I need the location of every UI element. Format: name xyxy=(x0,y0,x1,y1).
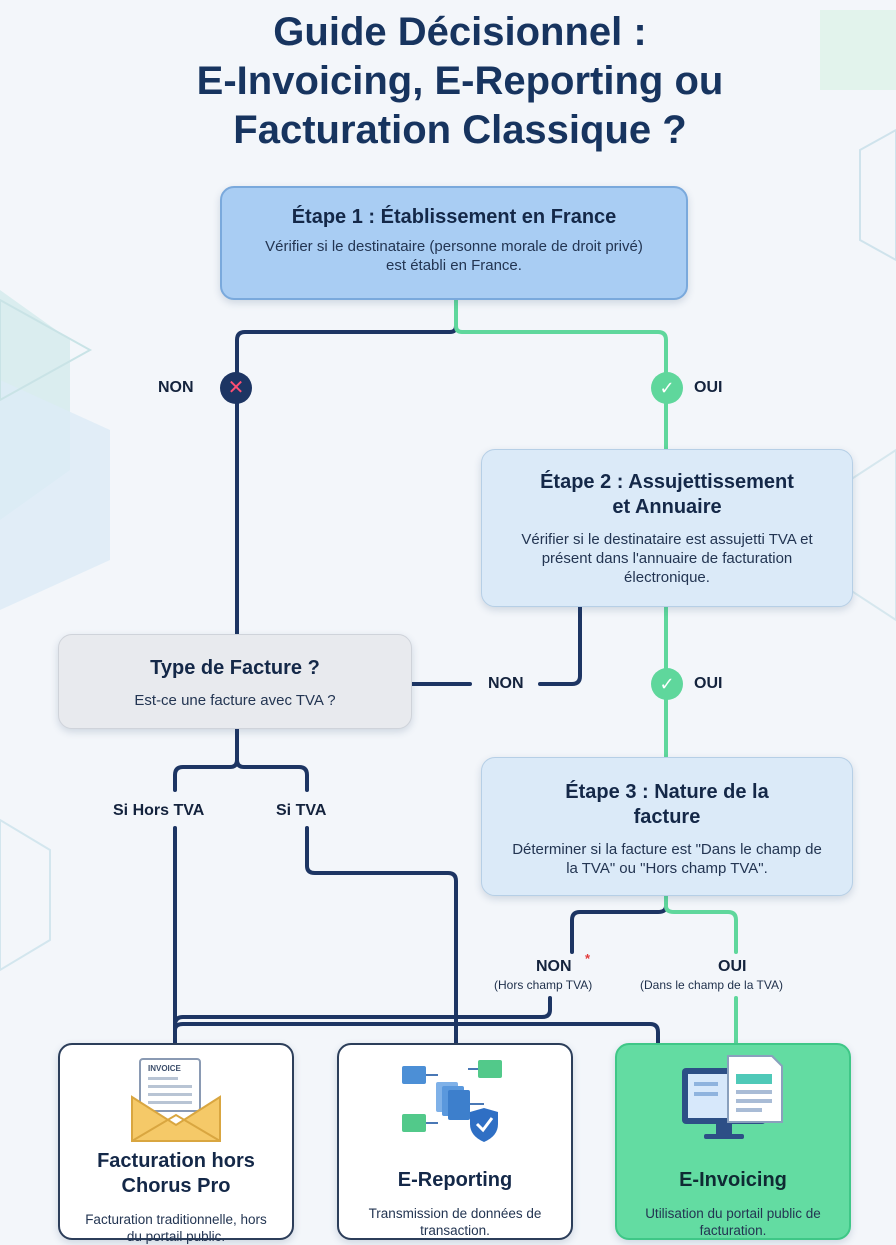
step3-yes-sublabel: (Dans le champ de la TVA) xyxy=(640,978,783,992)
step1-text: Vérifier si le destinataire (personne mo… xyxy=(265,238,643,274)
invoice-type-text: Est-ce une facture avec TVA ? xyxy=(134,692,336,709)
connector-step1-to-no xyxy=(235,298,458,636)
connector-bottom-bus xyxy=(173,1022,660,1045)
invoice-envelope-icon: INVOICE xyxy=(131,1058,221,1142)
connector-type-split-right xyxy=(235,758,309,792)
title-line-1: Guide Décisionnel : xyxy=(273,10,647,54)
connector-si-tva-down xyxy=(305,826,458,1045)
step2-yes-label: OUI xyxy=(694,675,723,692)
step3-yes-label: OUI xyxy=(718,958,747,975)
step3-box: Étape 3 : Nature de la facture Détermine… xyxy=(481,757,853,896)
connector-step3-split-yes xyxy=(664,894,738,954)
card-title: E-Invoicing xyxy=(679,1169,787,1191)
no-cross-icon: ✕ xyxy=(220,372,252,404)
result-card-e-reporting: E-Reporting Transmission de données de t… xyxy=(337,1043,573,1240)
page-title: Guide Décisionnel : E-Invoicing, E-Repor… xyxy=(60,8,860,155)
card-title: E-Reporting xyxy=(397,1169,513,1191)
step2-box: Étape 2 : Assujettissement et Annuaire V… xyxy=(481,449,853,607)
si-tva-label: Si TVA xyxy=(276,802,327,819)
step3-no-sublabel: (Hors champ TVA) xyxy=(494,978,593,992)
connector-step3-split xyxy=(570,894,668,954)
step1-heading: Étape 1 : Établissement en France xyxy=(291,206,617,228)
step1-yes-label: OUI xyxy=(694,379,723,396)
card-title: Facturation hors Chorus Pro xyxy=(97,1150,255,1197)
data-transfer-shield-icon xyxy=(402,1060,502,1142)
yes-check-icon: ✓ xyxy=(651,668,683,700)
invoice-icon-label: INVOICE xyxy=(148,1064,182,1073)
step2-no-label: NON xyxy=(488,675,524,692)
title-line-2: E-Invoicing, E-Reporting ou xyxy=(196,59,724,103)
yes-check-icon: ✓ xyxy=(651,372,683,404)
computer-document-icon xyxy=(682,1055,783,1139)
step2-heading: Étape 2 : Assujettissement et Annuaire xyxy=(540,471,794,518)
connector-step1-to-yes xyxy=(454,298,668,451)
connector-step2-to-type xyxy=(538,605,582,686)
footnote-asterisk: * xyxy=(585,951,591,966)
connector-type-split xyxy=(173,727,239,792)
card-text: Utilisation du portail public de factura… xyxy=(645,1206,821,1238)
invoice-type-box: Type de Facture ? Est-ce une facture ave… xyxy=(58,634,412,729)
connector-step3-no-to-left xyxy=(173,996,552,1027)
card-text: Transmission de données de transaction. xyxy=(368,1206,542,1238)
step3-no-label: NON xyxy=(536,958,572,975)
title-line-3: Facturation Classique ? xyxy=(233,108,687,152)
step3-heading: Étape 3 : Nature de la facture xyxy=(565,781,769,828)
step3-text: Déterminer si la facture est "Dans le ch… xyxy=(512,841,822,877)
step1-box: Étape 1 : Établissement en France Vérifi… xyxy=(220,186,688,300)
step2-text: Vérifier si le destinataire est assujett… xyxy=(521,531,813,586)
invoice-type-heading: Type de Facture ? xyxy=(150,657,320,679)
hors-tva-label: Si Hors TVA xyxy=(113,802,205,819)
step1-no-label: NON xyxy=(158,379,194,396)
